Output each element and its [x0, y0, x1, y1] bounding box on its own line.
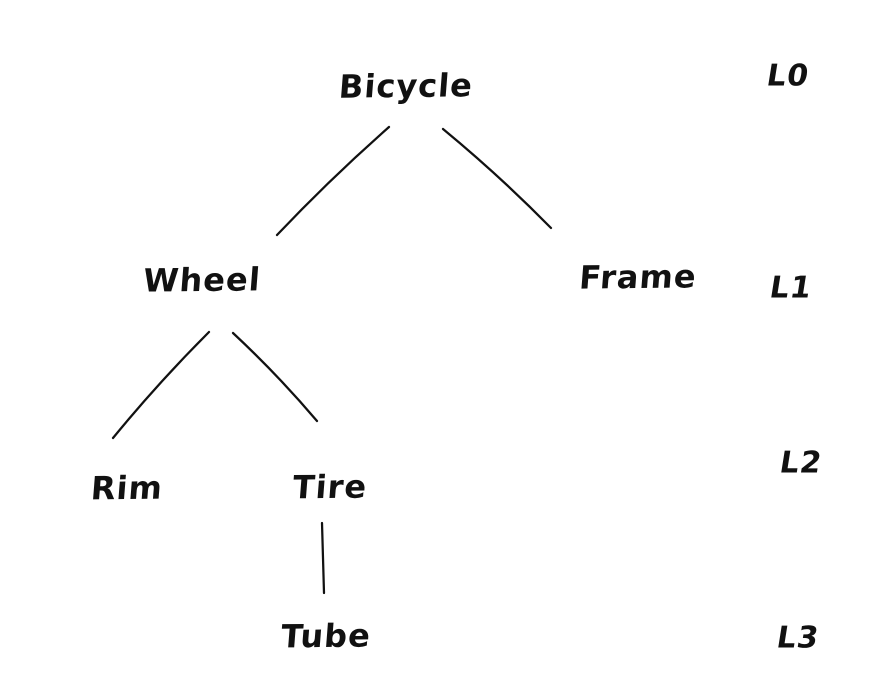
tree-node-rim: Rim — [89, 468, 165, 508]
tree-node-wheel: Wheel — [141, 260, 263, 300]
edge-bicycle-frame — [441, 127, 553, 230]
edge-bicycle-wheel — [275, 125, 391, 237]
edge-wheel-tire — [231, 331, 319, 423]
edge-wheel-rim — [111, 330, 211, 440]
level-label-l2: L2 — [777, 445, 825, 481]
level-label-l3: L3 — [774, 620, 822, 656]
edge-tire-tube — [320, 521, 326, 595]
tree-node-tire: Tire — [291, 467, 369, 507]
tree-node-tube: Tube — [279, 616, 373, 656]
level-label-l0: L0 — [764, 58, 812, 94]
tree-node-frame: Frame — [577, 257, 699, 297]
level-label-l1: L1 — [767, 270, 815, 306]
tree-node-bicycle: Bicycle — [337, 66, 475, 106]
